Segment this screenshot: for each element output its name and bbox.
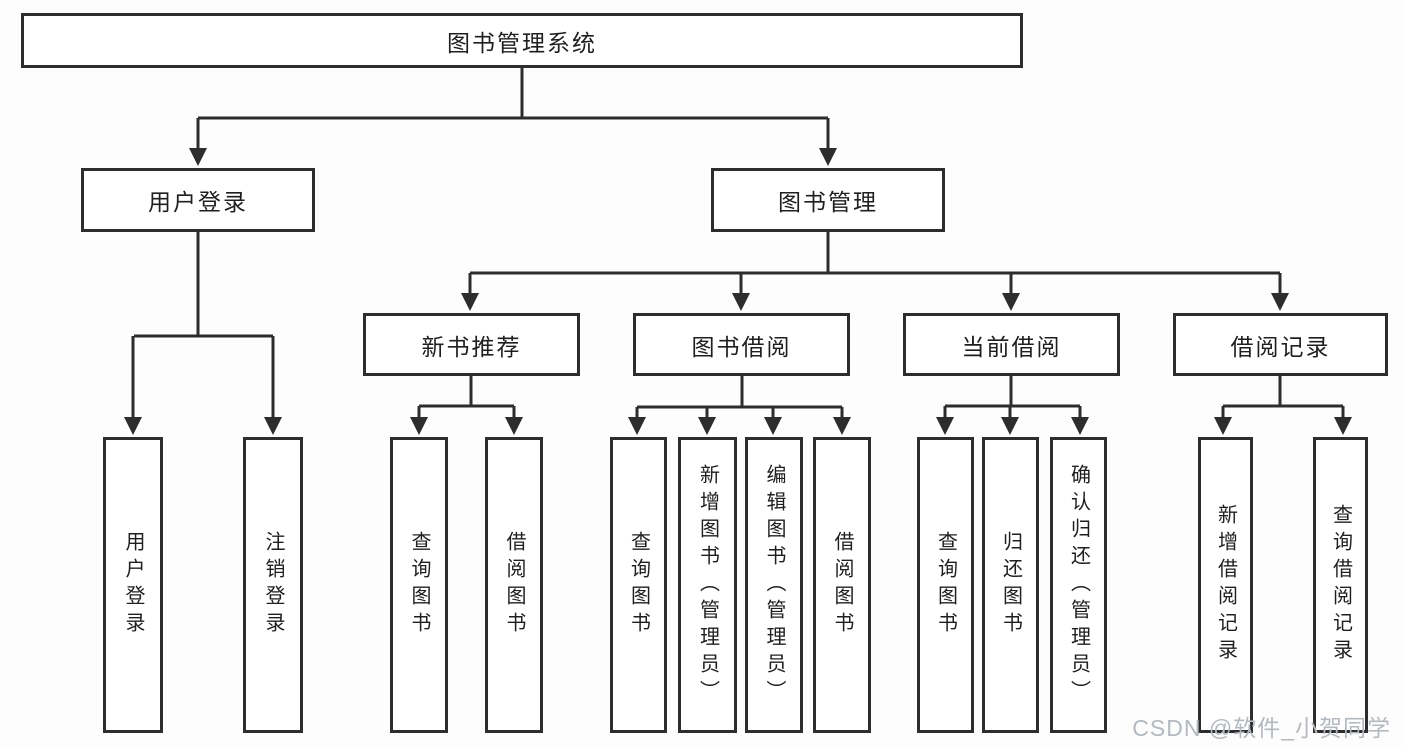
leaf-edit-book-admin-label: 编辑图书（管理员） bbox=[763, 463, 785, 707]
leaf-return-book: 归还图书 bbox=[982, 437, 1039, 733]
leaf-borrow-book-recommend-label: 借阅图书 bbox=[503, 531, 525, 639]
leaf-add-borrow-record-label: 新增借阅记录 bbox=[1214, 504, 1237, 666]
leaf-user-login-label: 用户登录 bbox=[122, 531, 144, 639]
leaf-query-book-recommend-label: 查询图书 bbox=[408, 531, 430, 639]
leaf-query-book-current-label: 查询图书 bbox=[934, 531, 957, 639]
node-book-borrow: 图书借阅 bbox=[633, 313, 850, 376]
node-book-borrow-label: 图书借阅 bbox=[691, 333, 792, 360]
node-root: 图书管理系统 bbox=[21, 13, 1023, 68]
leaf-logout-label: 注销登录 bbox=[262, 531, 284, 639]
leaf-logout: 注销登录 bbox=[243, 437, 303, 733]
leaf-user-login: 用户登录 bbox=[103, 437, 163, 733]
leaf-add-book-admin-label: 新增图书（管理员） bbox=[696, 463, 719, 707]
node-borrow-records-label: 借阅记录 bbox=[1230, 333, 1331, 360]
leaf-confirm-return-admin: 确认归还（管理员） bbox=[1050, 437, 1107, 733]
leaf-query-borrow-record: 查询借阅记录 bbox=[1313, 437, 1368, 733]
leaf-add-borrow-record: 新增借阅记录 bbox=[1198, 437, 1253, 733]
leaf-return-book-label: 归还图书 bbox=[999, 531, 1022, 639]
node-user-login: 用户登录 bbox=[81, 168, 315, 232]
node-new-book-recommend: 新书推荐 bbox=[363, 313, 580, 376]
leaf-query-book-borrow-label: 查询图书 bbox=[627, 531, 650, 639]
leaf-borrow-book-recommend: 借阅图书 bbox=[485, 437, 543, 733]
leaf-add-book-admin: 新增图书（管理员） bbox=[678, 437, 737, 733]
leaf-borrow-book-label: 借阅图书 bbox=[831, 531, 853, 639]
node-borrow-records: 借阅记录 bbox=[1173, 313, 1388, 376]
node-new-book-recommend-label: 新书推荐 bbox=[421, 333, 522, 360]
leaf-query-book-recommend: 查询图书 bbox=[390, 437, 448, 733]
leaf-borrow-book: 借阅图书 bbox=[813, 437, 871, 733]
leaf-query-book-borrow: 查询图书 bbox=[610, 437, 667, 733]
watermark: CSDN @软件_小贺同学 bbox=[1132, 715, 1391, 741]
node-user-login-label: 用户登录 bbox=[148, 189, 248, 215]
node-book-management: 图书管理 bbox=[711, 168, 945, 232]
node-book-management-label: 图书管理 bbox=[778, 189, 878, 215]
node-current-borrow: 当前借阅 bbox=[903, 313, 1120, 376]
node-root-label: 图书管理系统 bbox=[447, 29, 597, 56]
leaf-confirm-return-admin-label: 确认归还（管理员） bbox=[1067, 463, 1090, 707]
leaf-query-borrow-record-label: 查询借阅记录 bbox=[1329, 504, 1352, 666]
node-current-borrow-label: 当前借阅 bbox=[961, 333, 1062, 360]
leaf-edit-book-admin: 编辑图书（管理员） bbox=[745, 437, 803, 733]
leaf-query-book-current: 查询图书 bbox=[917, 437, 974, 733]
